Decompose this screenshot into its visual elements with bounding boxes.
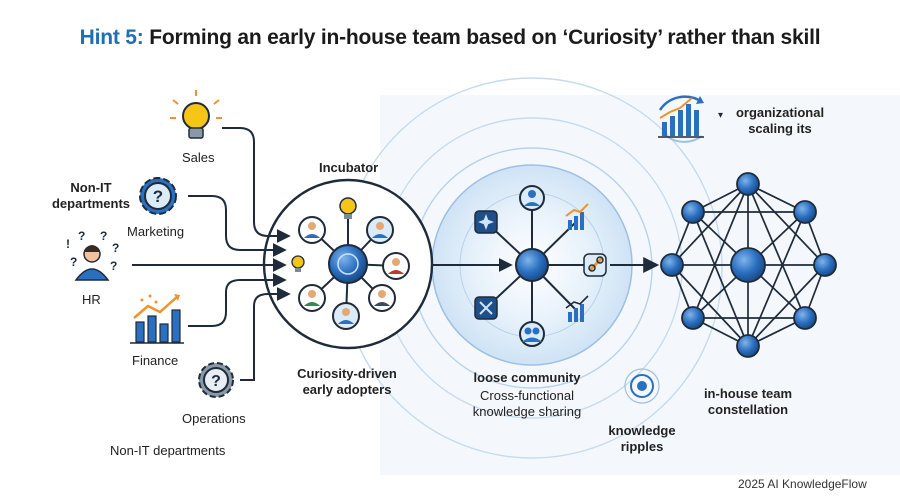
svg-text:!: ! [66, 237, 70, 251]
constellation-node [793, 200, 817, 224]
person-icon [308, 290, 316, 298]
finance-arrow [188, 273, 287, 327]
page-title: Hint 5: Forming an early in-house team b… [0, 26, 900, 50]
scaling-label-line1: organizational [735, 105, 825, 120]
person-body-icon [304, 302, 320, 306]
constellation-label-line1: in-house team [703, 386, 793, 401]
gear-icon: ? [198, 362, 234, 398]
title-text: Forming an early in-house team based on … [149, 26, 821, 49]
dept-label-finance: Finance [132, 353, 179, 368]
person-body-icon [524, 202, 540, 206]
dept-group-label: Non-IT departments [48, 180, 134, 212]
incubator-caption: Curiosity-driven early adopters [285, 366, 409, 398]
lightbulb-icon [339, 197, 357, 219]
person-body-icon [372, 234, 388, 238]
svg-text:?: ? [112, 241, 119, 255]
dept-label-marketing: Marketing [127, 224, 185, 239]
person-icon [376, 222, 384, 230]
incubator-center-node [328, 244, 368, 284]
dept-label-operations: Operations [182, 411, 246, 426]
title-hint-prefix: Hint 5: [79, 26, 144, 49]
community-group-node [519, 321, 545, 347]
svg-text:▾: ▾ [718, 110, 723, 121]
sales-arrow [222, 127, 291, 243]
person-icon [378, 290, 386, 298]
dept-label-sales: Sales [182, 150, 215, 165]
ripples-label-line1: knowledge [608, 423, 676, 438]
incubator-center-ring [337, 253, 359, 275]
person-icon [308, 222, 316, 230]
lightbulb-icon [170, 90, 222, 139]
constellation-node [681, 200, 705, 224]
svg-text:?: ? [211, 373, 221, 390]
constellation-label-line2: constellation [707, 402, 789, 417]
community-caption-line1: Cross-functional [480, 388, 574, 403]
person-question-icon: ! ? ? ? ? ? [66, 229, 119, 281]
constellation-node [813, 253, 837, 277]
lightbulb-icon [291, 255, 305, 272]
growth-chart-icon [130, 294, 184, 344]
gear-icon: ? [139, 177, 177, 215]
constellation-node [736, 334, 760, 358]
dept-footer-label: Non-IT departments [110, 443, 226, 458]
community-caption-line2: knowledge sharing [472, 404, 582, 419]
person-body-icon [304, 234, 320, 238]
compass-star-icon [478, 214, 494, 230]
person-body-icon [374, 302, 390, 306]
scaling-chart-icon: ▾ [658, 95, 723, 143]
ripples-label: knowledge ripples [598, 423, 686, 455]
community-title: loose community [473, 370, 581, 385]
community-center-node [515, 248, 549, 282]
incubator-title: Incubator [319, 160, 379, 175]
dept-label-hr: HR [82, 292, 101, 307]
ripple-icon [624, 368, 660, 404]
incubator-nodes [291, 197, 410, 330]
department-arrows [132, 127, 291, 381]
constellation-center-node [730, 247, 766, 283]
scaling-label-line2: scaling its [748, 121, 812, 136]
growth-chart-icon [565, 295, 589, 322]
community-caption: Cross-functional knowledge sharing [456, 388, 598, 420]
constellation-node [660, 253, 684, 277]
group-icon [524, 327, 532, 335]
person-body-icon [388, 270, 404, 274]
svg-text:?: ? [70, 255, 77, 269]
constellation-node [793, 306, 817, 330]
dept-group-label-line2: departments [51, 196, 131, 211]
footer-credit: 2025 AI KnowledgeFlow [738, 477, 867, 491]
person-body-icon [338, 320, 354, 324]
person-icon [528, 190, 536, 198]
incubator-caption-line2: early adopters [302, 382, 392, 397]
ripples-label-line2: ripples [620, 439, 664, 454]
svg-text:?: ? [153, 187, 163, 206]
svg-text:?: ? [110, 259, 117, 273]
operations-arrow [240, 287, 291, 381]
person-icon [342, 308, 350, 316]
constellation-node [736, 172, 760, 196]
constellation-nodes [660, 172, 837, 358]
community-nodes [474, 185, 607, 347]
growth-chart-icon [565, 203, 589, 230]
scaling-label: organizational scaling its [728, 105, 832, 137]
constellation-label: in-house team constellation [690, 386, 806, 418]
svg-text:?: ? [78, 229, 85, 243]
person-icon [392, 258, 400, 266]
constellation-node [681, 306, 705, 330]
svg-text:?: ? [100, 229, 107, 243]
incubator-caption-line1: Curiosity-driven [297, 366, 397, 381]
marketing-arrow [188, 195, 287, 257]
dept-group-label-line1: Non-IT [70, 180, 112, 195]
